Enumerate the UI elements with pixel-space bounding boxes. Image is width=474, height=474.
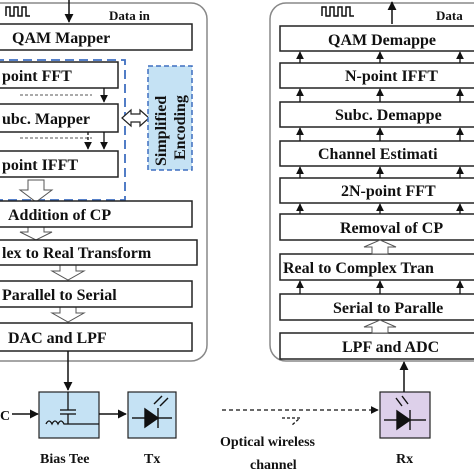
led-icon: [132, 395, 172, 429]
real-complex-label: Real to Complex Tran: [283, 260, 434, 277]
dc-input-fragment: C: [0, 409, 10, 424]
subc-mapper-label: ubc. Mapper: [2, 111, 90, 128]
rx-hollow-arrow-1: [363, 239, 397, 255]
rx-up-arrows: [296, 51, 464, 294]
encoding-dashed-group: [0, 59, 126, 201]
encoding-label-line2: Encoding: [172, 95, 189, 160]
serial-parallel-label: Serial to Paralle: [333, 300, 443, 317]
subc-demapper-label: Subc. Demappe: [335, 107, 442, 124]
tx-label: Tx: [144, 452, 160, 467]
parallel-serial-label: Parallel to Serial: [2, 287, 117, 304]
tx-input-waveform-icon: [5, 6, 30, 17]
photodiode-icon: [384, 395, 426, 431]
qam-demapper-block: [279, 25, 474, 52]
subc-demapper-block: [279, 101, 474, 128]
bias-tee-block: [38, 391, 100, 439]
fft-block: [0, 61, 119, 89]
dac-lpf-label: DAC and LPF: [8, 330, 107, 347]
subc-mapper-block: [0, 103, 119, 133]
channel-label-line1: Optical wireless: [220, 435, 316, 450]
simplified-encoding-block: [147, 65, 193, 171]
parallel-serial-block: [0, 280, 193, 308]
complex-real-label: lex to Real Transform: [2, 245, 152, 262]
2n-fft-block: [279, 177, 474, 204]
rx-label: Rx: [396, 452, 413, 467]
fft-label: point FFT: [2, 68, 72, 85]
complex-real-block: [0, 239, 198, 266]
optical-channel-zigzag: [282, 417, 302, 426]
bias-tee-circuit-icon: [45, 392, 99, 426]
qam-demapper-label: QAM Demappe: [328, 32, 436, 49]
rx-data-out-label: Data: [436, 8, 463, 23]
channel-estimation-block: [279, 140, 474, 167]
tx-data-in-label: Data in: [109, 8, 151, 23]
channel-estimation-label: Channel Estimati: [318, 146, 438, 163]
qam-mapper-block: [0, 23, 193, 51]
ifft-block: [0, 150, 119, 178]
channel-label-line2: channel: [250, 458, 297, 473]
rx-output-waveform-icon: [321, 6, 354, 17]
rx-hollow-arrow-2: [363, 319, 397, 334]
qam-mapper-label: QAM Mapper: [12, 30, 110, 47]
addition-cp-block: [0, 200, 193, 228]
bias-tee-label: Bias Tee: [40, 452, 89, 467]
2n-fft-label: 2N-point FFT: [341, 183, 436, 200]
addition-cp-label: Addition of CP: [8, 207, 111, 224]
hollow-arrow-1: [18, 179, 54, 203]
ifft-label: point IFFT: [2, 157, 78, 174]
removal-cp-label: Removal of CP: [340, 220, 443, 237]
n-ifft-block: [279, 62, 474, 89]
encoding-label-line1: Simplified: [153, 96, 170, 166]
dac-lpf-block: [0, 322, 193, 352]
n-ifft-label: N-point IFFT: [345, 68, 438, 85]
lpf-adc-label: LPF and ADC: [342, 339, 439, 356]
